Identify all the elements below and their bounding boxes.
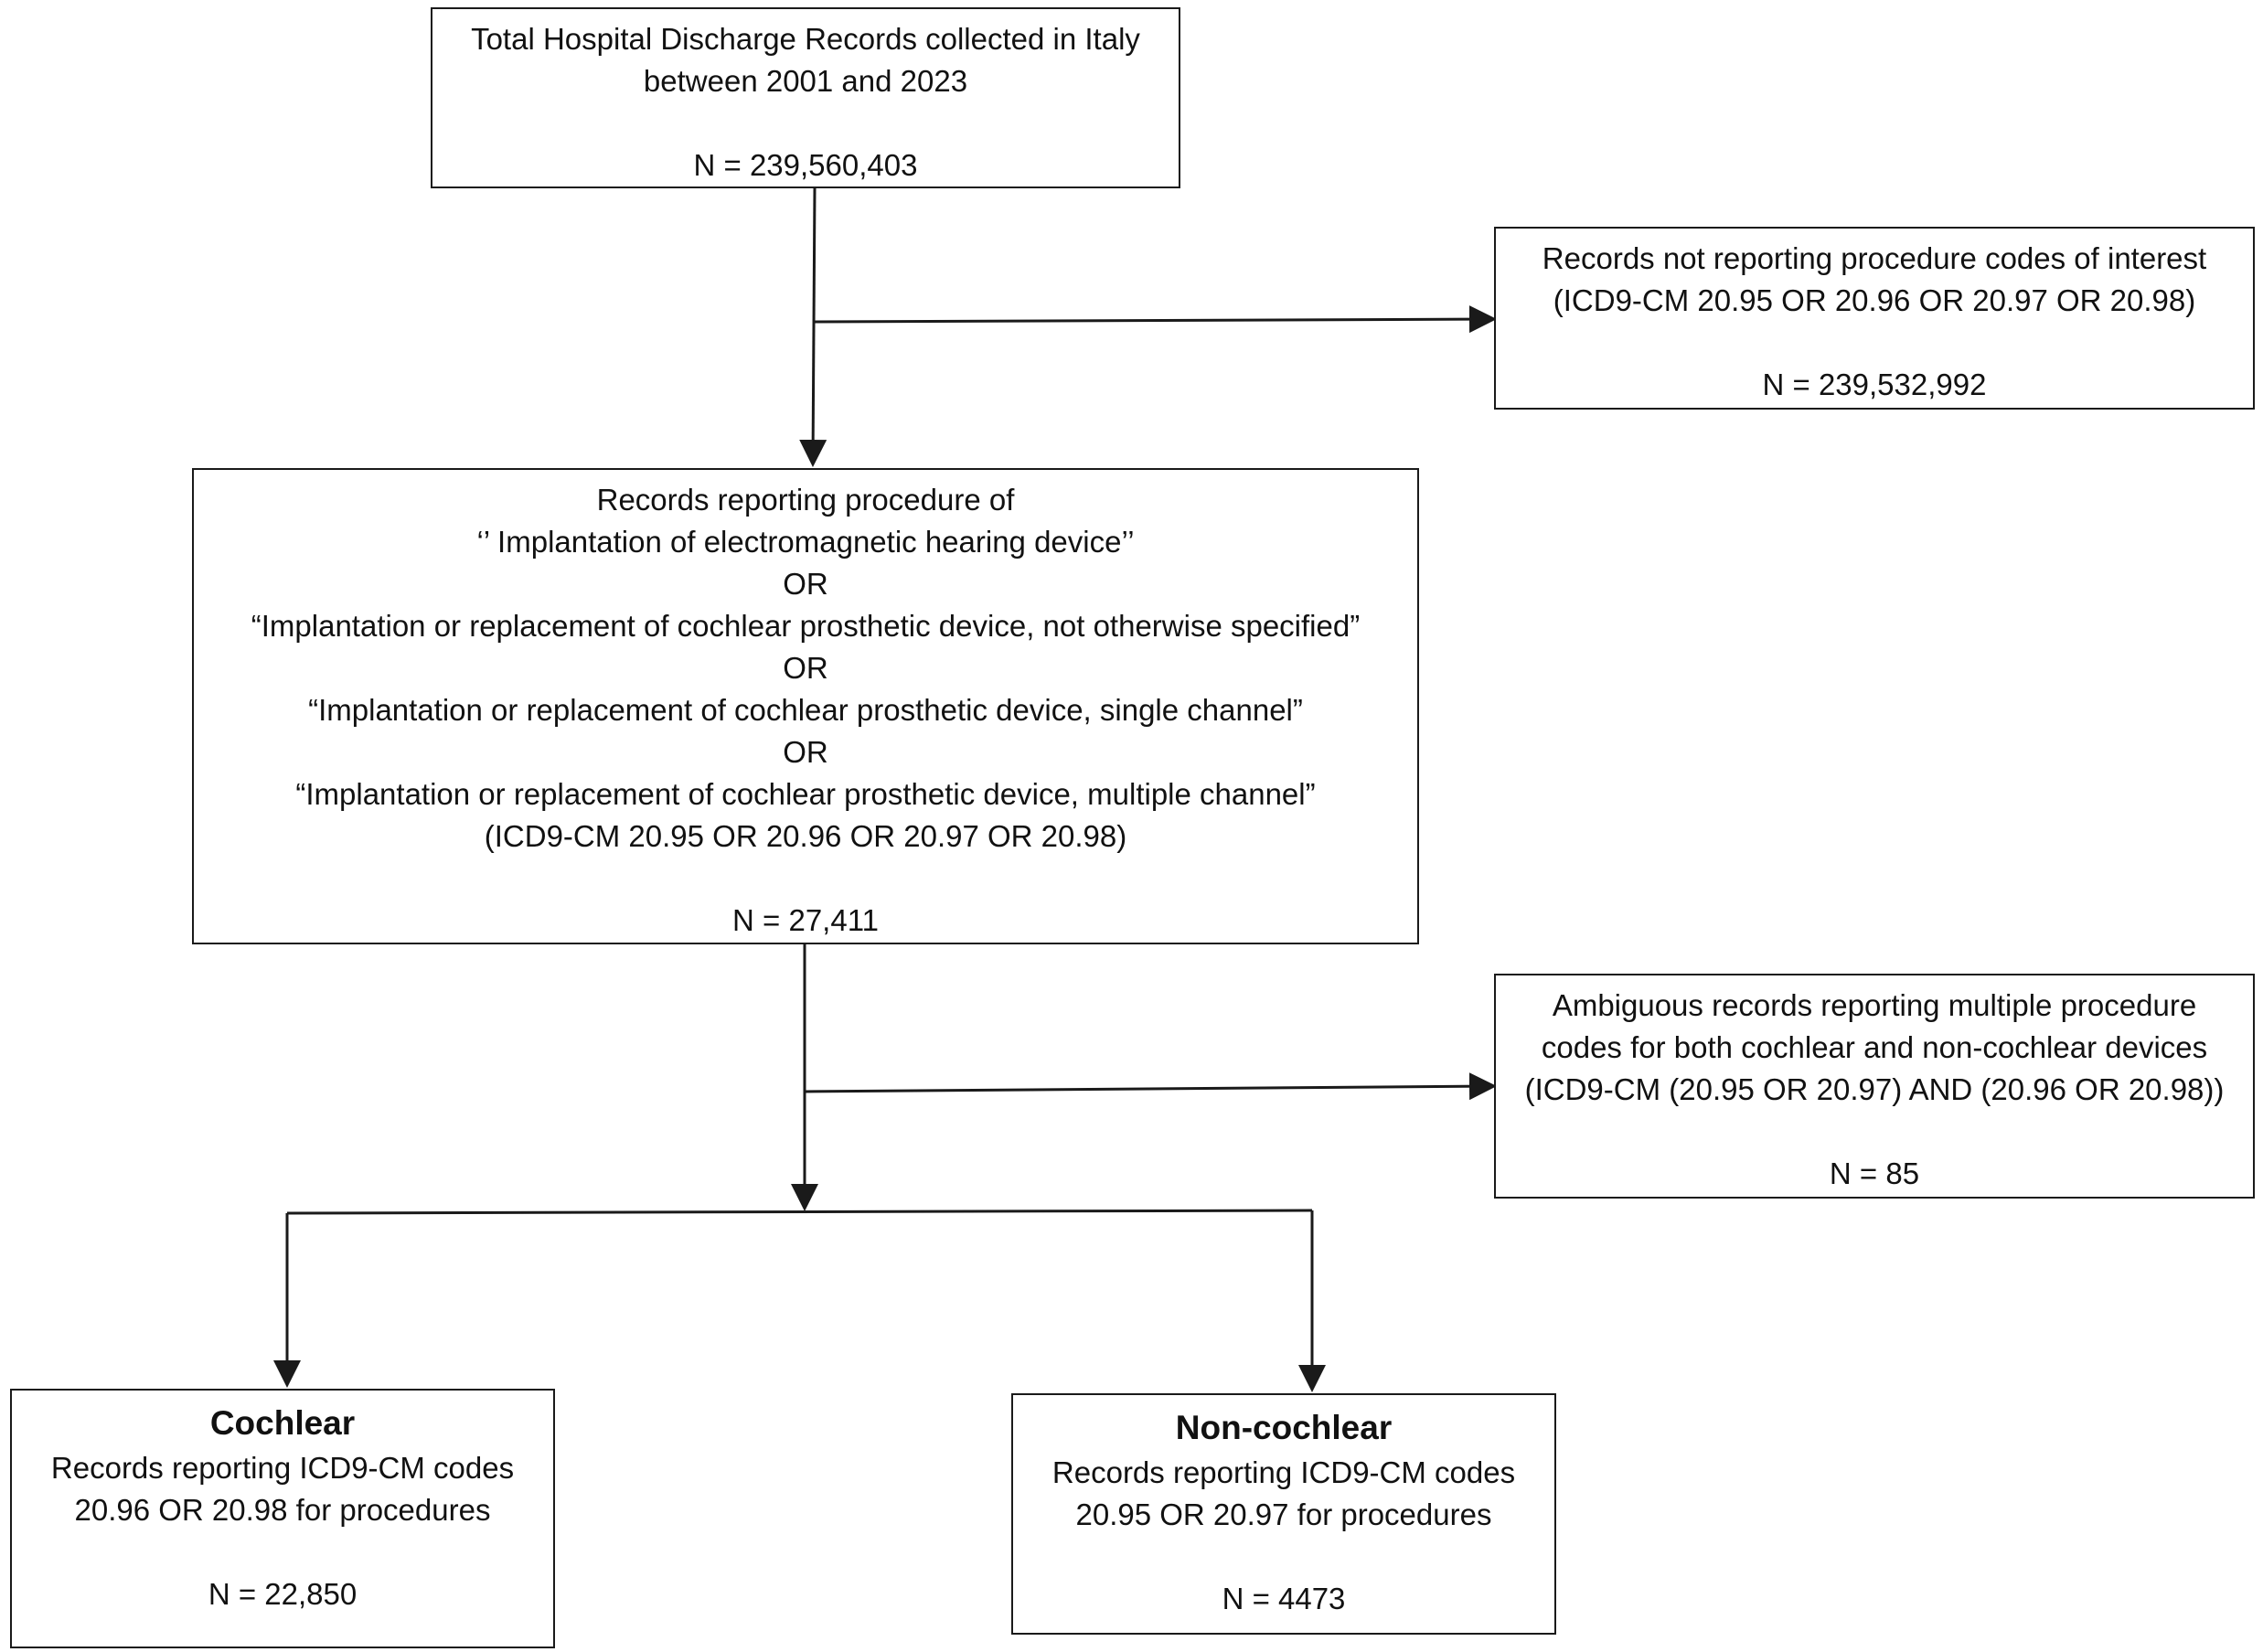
cochlear-title: Cochlear bbox=[209, 1404, 356, 1442]
reporting-line6: (ICD9-CM 20.95 OR 20.96 OR 20.97 OR 20.9… bbox=[484, 819, 1127, 853]
reporting-procedure-box: Records reporting procedure of ‘’ Implan… bbox=[192, 468, 1419, 944]
reporting-or-1: OR bbox=[783, 567, 828, 601]
excluded-codes-line2: (ICD9-CM 20.95 OR 20.96 OR 20.97 OR 20.9… bbox=[1553, 283, 2196, 317]
connector-total-to-reporting bbox=[799, 187, 827, 467]
non-cochlear-title: Non-cochlear bbox=[1175, 1409, 1393, 1446]
excluded-codes-line1: Records not reporting procedure codes of… bbox=[1542, 241, 2207, 275]
total-records-line2: between 2001 and 2023 bbox=[643, 64, 968, 98]
non-cochlear-line2: 20.95 OR 20.97 for procedures bbox=[1075, 1497, 1492, 1531]
excluded-codes-count: N = 239,532,992 bbox=[1762, 368, 1987, 401]
total-records-count: N = 239,560,403 bbox=[693, 148, 918, 182]
reporting-line5: “Implantation or replacement of cochlear… bbox=[295, 777, 1316, 811]
cochlear-box: Cochlear Records reporting ICD9-CM codes… bbox=[10, 1389, 555, 1648]
ambiguous-line2: codes for both cochlear and non-cochlear… bbox=[1541, 1030, 2208, 1064]
connector-to-excluded-box bbox=[814, 305, 1497, 334]
ambiguous-count: N = 85 bbox=[1829, 1156, 1920, 1190]
reporting-line2: ‘’ Implantation of electromagnetic heari… bbox=[476, 525, 1135, 559]
ambiguous-line3: (ICD9-CM (20.95 OR 20.97) AND (20.96 OR … bbox=[1524, 1072, 2225, 1106]
connector-split-bar bbox=[286, 1209, 1313, 1215]
ambiguous-records-box: Ambiguous records reporting multiple pro… bbox=[1494, 974, 2255, 1199]
reporting-or-2: OR bbox=[783, 651, 828, 685]
excluded-codes-box: Records not reporting procedure codes of… bbox=[1494, 227, 2255, 410]
non-cochlear-box: Non-cochlear Records reporting ICD9-CM c… bbox=[1011, 1393, 1556, 1635]
reporting-line3: “Implantation or replacement of cochlear… bbox=[251, 609, 1361, 643]
non-cochlear-count: N = 4473 bbox=[1222, 1582, 1346, 1615]
total-records-line1: Total Hospital Discharge Records collect… bbox=[471, 22, 1140, 56]
cochlear-line2: 20.96 OR 20.98 for procedures bbox=[74, 1493, 491, 1527]
cochlear-line1: Records reporting ICD9-CM codes bbox=[50, 1451, 515, 1485]
non-cochlear-line1: Records reporting ICD9-CM codes bbox=[1051, 1455, 1516, 1489]
reporting-count: N = 27,411 bbox=[732, 903, 879, 937]
reporting-line1: Records reporting procedure of bbox=[596, 483, 1015, 517]
ambiguous-line1: Ambiguous records reporting multiple pro… bbox=[1552, 988, 2197, 1022]
cochlear-count: N = 22,850 bbox=[208, 1577, 358, 1611]
reporting-line4: “Implantation or replacement of cochlear… bbox=[308, 693, 1303, 727]
reporting-or-3: OR bbox=[783, 735, 828, 769]
total-records-box: Total Hospital Discharge Records collect… bbox=[431, 7, 1180, 188]
connector-to-ambiguous-box bbox=[804, 1072, 1497, 1101]
